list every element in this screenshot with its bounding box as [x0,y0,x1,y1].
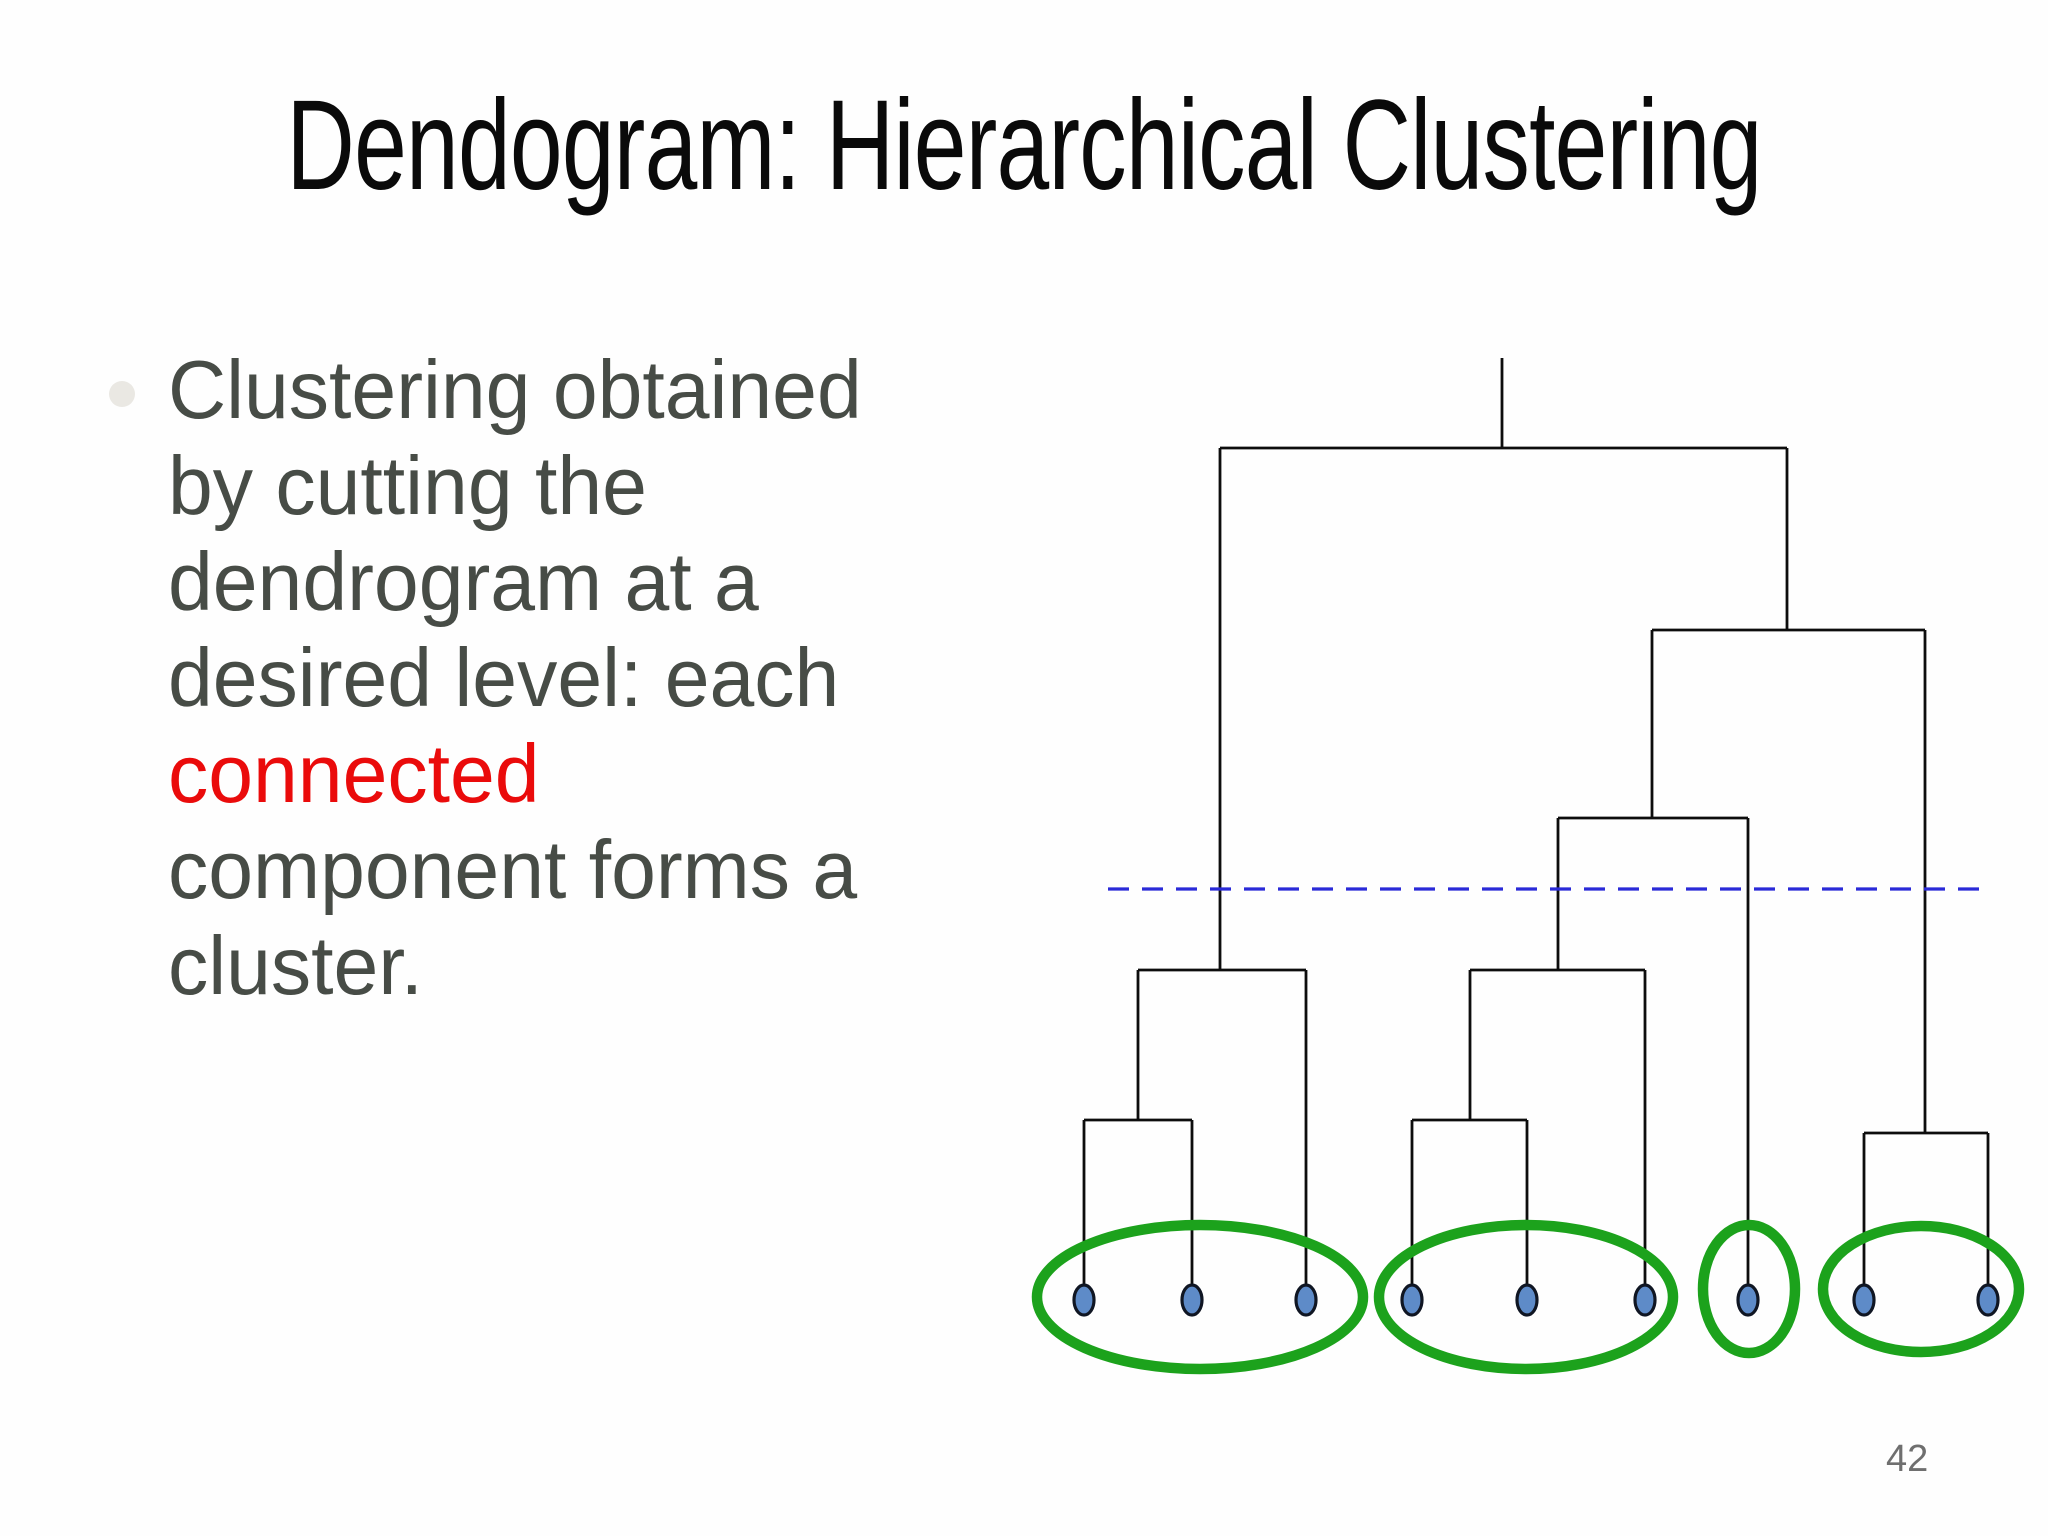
leaf-node [1515,1283,1539,1317]
bullet-line-emphasis: connected [168,727,540,820]
leaf-node [1633,1283,1657,1317]
slide-title: Dendogram: Hierarchical Clustering [286,74,1762,217]
cluster-ellipse [1031,1219,1369,1375]
cluster-ellipse [1697,1219,1801,1359]
bullet-line: cluster. [168,919,424,1012]
leaf-node [1852,1283,1876,1317]
leaf-node [1072,1283,1096,1317]
page-number: 42 [1886,1438,1929,1480]
bullet-line: Clustering obtained [168,343,862,436]
bullet-line: desired level: each [168,631,840,724]
cluster-ellipse [1373,1219,1679,1375]
bullet-line: component forms a [168,823,858,916]
bullet-line: by cutting the [168,439,647,532]
leaf-node [1294,1283,1318,1317]
leaf-node [1736,1283,1760,1317]
cluster-ellipse [1817,1220,2025,1358]
bullet-marker-icon [109,381,135,407]
leaf-node [1400,1283,1424,1317]
bullet-line: dendrogram at a [168,535,759,628]
leaf-node [1976,1283,2000,1317]
leaf-node [1180,1283,1204,1317]
